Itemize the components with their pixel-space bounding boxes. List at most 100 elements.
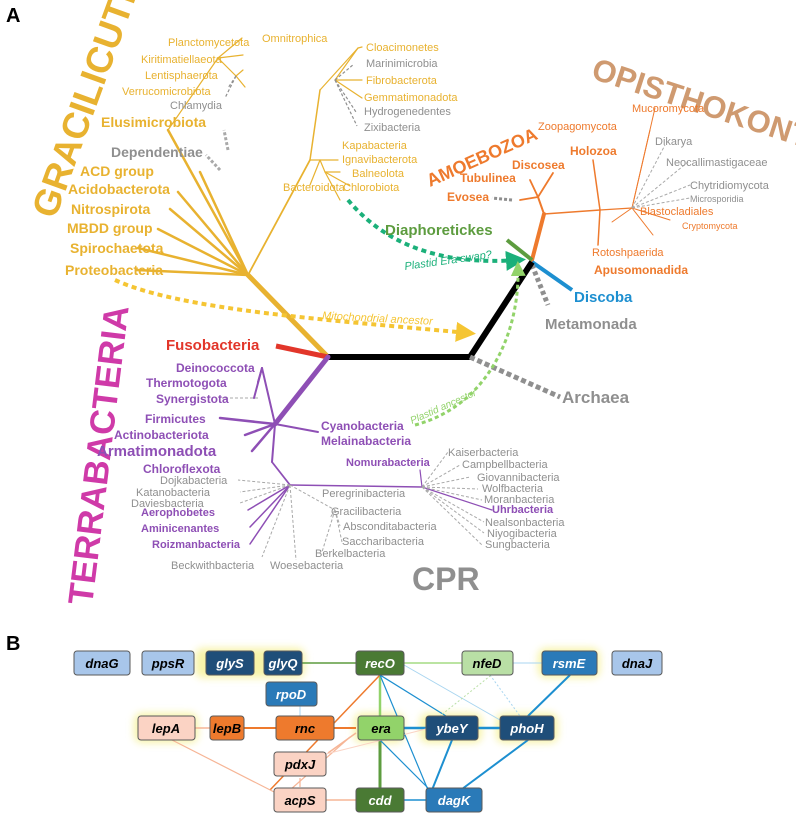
label-gracilibacteria: Gracilibacteria <box>331 506 402 518</box>
gene-lepA: lepA <box>152 721 180 736</box>
label-wolfbacteria: Wolfbacteria <box>482 483 544 495</box>
label-discoba: Discoba <box>574 289 633 306</box>
label-kaiserbacteria: Kaiserbacteria <box>448 447 519 459</box>
label-evosea: Evosea <box>447 190 489 204</box>
label-plastid-era-swap: Plastid Era swap? <box>404 249 494 273</box>
gene-rpoD: rpoD <box>276 687 307 702</box>
label-verrucomicrobiota: Verrucomicrobiota <box>122 86 212 98</box>
dependentiae-dotted-branch-2 <box>204 153 222 172</box>
eukaryote-branches <box>519 107 671 262</box>
label-zixibacteria: Zixibacteria <box>364 122 421 134</box>
label-giovannibacteria: Giovannibacteria <box>477 472 560 484</box>
gene-cdd: cdd <box>368 793 392 808</box>
cpr-title: CPR <box>412 561 480 597</box>
panel-a-label: A <box>6 5 20 27</box>
label-metamonada: Metamonada <box>545 316 637 333</box>
label-sungbacteria: Sungbacteria <box>485 539 551 551</box>
label-campbellbacteria: Campbellbacteria <box>462 459 548 471</box>
label-nitrospirota: Nitrospirota <box>71 201 151 217</box>
label-daviesbacteria: Daviesbacteria <box>131 498 205 510</box>
label-chytridiomycota: Chytridiomycota <box>690 180 770 192</box>
gene-dnaJ: dnaJ <box>622 656 653 671</box>
terrabacteria-branches <box>218 354 493 545</box>
label-dependentiae: Dependentiae <box>111 144 203 160</box>
label-mitochondrial-ancestor: Mitochondrial ancestor <box>322 310 434 328</box>
label-chlorobiota: Chlorobiota <box>343 182 400 194</box>
diaphoretickes-branch <box>505 238 534 262</box>
gene-lepB: lepB <box>213 721 241 736</box>
label-diaphoretickes: Diaphoretickes <box>385 222 493 239</box>
label-tubulinea: Tubulinea <box>460 171 516 185</box>
label-marinimicrobia: Marinimicrobia <box>366 58 438 70</box>
label-chloroflexota: Chloroflexota <box>143 462 221 476</box>
label-fibrobacterota: Fibrobacterota <box>366 75 438 87</box>
label-chlamydia: Chlamydia <box>170 100 223 112</box>
label-omnitrophica: Omnitrophica <box>262 33 328 45</box>
gracilicutes-branches <box>134 37 363 360</box>
metamonada-branch <box>529 264 551 306</box>
label-kapabacteria: Kapabacteria <box>342 140 408 152</box>
gene-recO: recO <box>365 656 395 671</box>
label-aerophobetes: Aerophobetes <box>141 507 215 519</box>
gene-acpS: acpS <box>284 793 315 808</box>
label-firmicutes: Firmicutes <box>145 412 206 426</box>
gene-ppsR: ppsR <box>151 656 185 671</box>
label-thermotogota: Thermotogota <box>146 376 227 390</box>
label-nealsonbacteria: Nealsonbacteria <box>485 517 565 529</box>
tree-trunk <box>328 260 535 360</box>
gene-era: era <box>371 721 391 736</box>
label-peregrinibacteria: Peregrinibacteria <box>322 488 406 500</box>
label-cryptomycota: Cryptomycota <box>682 221 738 231</box>
label-roizmanbacteria: Roizmanbacteria <box>152 539 241 551</box>
label-spirochaetota: Spirochaetota <box>70 240 164 256</box>
label-gemmatimonadota: Gemmatimonadota <box>364 92 458 104</box>
label-berkelbacteria: Berkelbacteria <box>315 548 386 560</box>
label-neocallimastigaceae: Neocallimastigaceae <box>666 157 768 169</box>
label-acd-group: ACD group <box>80 163 154 179</box>
label-aminicenantes: Aminicenantes <box>141 523 219 535</box>
gene-ybeY: ybeY <box>435 721 468 736</box>
label-bacteroidota: Bacteroidota <box>283 182 346 194</box>
label-proteobacteria: Proteobacteria <box>65 262 163 278</box>
label-acidobacterota: Acidobacterota <box>68 181 170 197</box>
gene-glyQ: glyQ <box>268 656 298 671</box>
label-cloacimonetes: Cloacimonetes <box>366 42 439 54</box>
label-cyanobacteria: Cyanobacteria <box>321 419 404 433</box>
label-nomurabacteria: Nomurabacteria <box>346 457 431 469</box>
label-absconditabacteria: Absconditabacteria <box>343 521 437 533</box>
label-elusimicrobiota: Elusimicrobiota <box>101 114 206 130</box>
label-mbdd-group: MBDD group <box>67 220 153 236</box>
label-synergistota: Synergistota <box>156 392 229 406</box>
label-dikarya: Dikarya <box>655 136 693 148</box>
label-deinococcota: Deinococcota <box>176 361 255 375</box>
plastid-era-swap-arrow <box>346 198 526 271</box>
label-microsporidia: Microsporidia <box>690 194 744 204</box>
label-zoopagomycota: Zoopagomycota <box>538 121 618 133</box>
mitochondrial-transfer-arrow <box>114 278 476 342</box>
label-apusomonadida: Apusomonadida <box>594 263 688 277</box>
gene-dnaG: dnaG <box>85 656 118 671</box>
label-plastid-ancestor: Plastid ancestor <box>409 387 479 426</box>
panel-b-label: B <box>6 633 20 655</box>
label-actinobacteriota: Actinobacteriota <box>114 428 209 442</box>
discoba-branch <box>530 260 574 292</box>
label-archaea: Archaea <box>562 388 630 407</box>
label-katanobacteria: Katanobacteria <box>136 487 211 499</box>
gene-nfeD: nfeD <box>473 656 503 671</box>
label-kiritimatiellaeota: Kiritimatiellaeota <box>141 54 223 66</box>
label-blastocladiales: Blastocladiales <box>640 206 714 218</box>
label-discosea: Discosea <box>512 158 565 172</box>
label-niyogibacteria: Niyogibacteria <box>487 528 558 540</box>
gracilicutes-gray-branches <box>224 63 358 127</box>
label-armatimonadota: Armatimonadota <box>97 443 217 460</box>
label-ignavibacterota: Ignavibacterota <box>342 154 418 166</box>
evosea-dotted-branch <box>491 196 513 202</box>
label-lentisphaerota: Lentisphaerota <box>145 70 219 82</box>
label-woesebacteria: Woesebacteria <box>270 560 344 572</box>
label-planctomycetota: Planctomycetota <box>168 37 250 49</box>
label-saccharibacteria: Saccharibacteria <box>342 536 425 548</box>
gene-pdxJ: pdxJ <box>284 757 316 772</box>
label-moranbacteria: Moranbacteria <box>484 494 555 506</box>
label-beckwithbacteria: Beckwithbacteria <box>171 560 255 572</box>
